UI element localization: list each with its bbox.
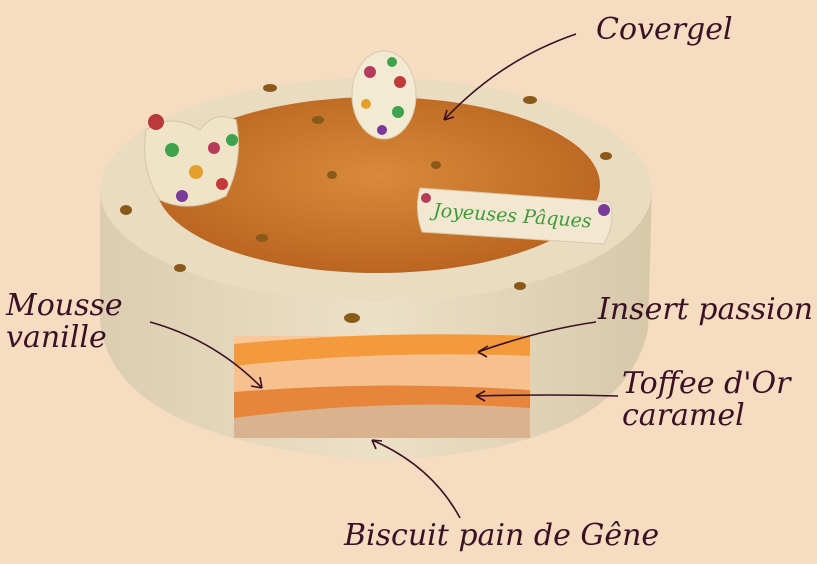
seed <box>431 161 441 169</box>
label-mousse-line2: vanille <box>6 322 123 354</box>
seed <box>600 152 612 160</box>
label-biscuit: Biscuit pain de Gêne <box>344 520 659 552</box>
label-mousse-vanille: Mousse vanille <box>6 290 123 354</box>
seed <box>174 264 186 272</box>
seed <box>327 171 337 179</box>
seed <box>514 282 526 290</box>
label-covergel: Covergel <box>596 14 733 46</box>
label-toffee-line2: caramel <box>622 400 790 432</box>
seed <box>120 205 132 215</box>
seed <box>263 84 277 92</box>
label-mousse-line1: Mousse <box>6 290 123 322</box>
label-insert-passion: Insert passion <box>598 294 813 326</box>
label-toffee-line1: Toffee d'Or <box>622 368 790 400</box>
seed <box>523 96 537 104</box>
egg-icon <box>352 51 416 139</box>
seed <box>344 313 360 323</box>
label-toffee-caramel: Toffee d'Or caramel <box>622 368 790 432</box>
seed <box>312 116 324 124</box>
seed <box>256 234 268 242</box>
hen-icon <box>145 114 239 206</box>
